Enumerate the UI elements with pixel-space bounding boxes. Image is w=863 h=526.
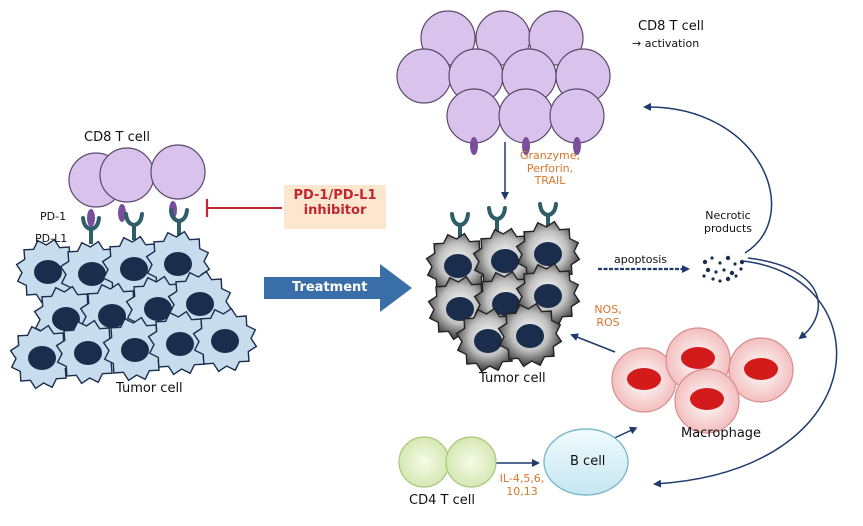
- tumor-cell: [497, 302, 563, 368]
- label-tumor-right: Tumor cell: [479, 371, 546, 386]
- cd8-t-cell: [396, 48, 452, 104]
- tumor-cell: [9, 324, 75, 390]
- left-pd1-pdl1-receptors: [81, 208, 189, 244]
- ligand: [573, 137, 581, 155]
- tumor-cell: [515, 220, 581, 286]
- right-tumor-cells: [425, 220, 581, 373]
- treatment-arrow: [264, 264, 412, 312]
- pd1-receptor: [124, 212, 144, 240]
- pd1-receptor: [169, 208, 189, 236]
- necrotic-dot: [705, 267, 711, 273]
- b-cell: [543, 428, 629, 496]
- ligand: [470, 137, 478, 155]
- cd4-t-cell: [398, 436, 450, 488]
- label-nos-ros: NOS, ROS: [594, 303, 622, 329]
- label-cd8-left: CD8 T cell: [84, 130, 150, 145]
- inhibitor-block: [205, 185, 386, 229]
- necrotic-dot: [739, 267, 743, 271]
- nos-ros-arrow: [570, 333, 616, 353]
- cd8-t-cell: [528, 10, 584, 66]
- label-il: IL-4,5,6, 10,13: [499, 472, 545, 498]
- necrotic-dot: [722, 268, 726, 272]
- necrotic-dot: [725, 255, 731, 261]
- left-tumor-cells: [9, 230, 258, 390]
- cd8-t-cell: [446, 88, 502, 144]
- cd4-t-cell: [445, 436, 497, 488]
- cd8-t-cell: [99, 147, 155, 222]
- pd1-receptor: [81, 216, 101, 244]
- right-cd8-t-cells: [396, 10, 611, 155]
- macrophage-cells: [611, 327, 794, 434]
- necrotic-dot: [714, 270, 718, 274]
- necrotic-dot: [702, 274, 706, 278]
- necrotic-products-dots: [702, 255, 745, 283]
- necrotic-dot: [718, 261, 722, 265]
- cd8-t-cell: [150, 144, 206, 219]
- tumor-cell: [55, 319, 121, 385]
- necrotic-dot: [729, 270, 735, 276]
- label-inhibitor: PD-1/PD-L1 inhibitor: [293, 188, 377, 218]
- ligand: [522, 137, 530, 155]
- tumor-cell: [192, 307, 258, 373]
- label-apoptosis: apoptosis: [614, 253, 667, 266]
- pd-l-ligand: [87, 209, 95, 227]
- label-activation: → activation: [632, 37, 700, 50]
- label-b-cell: B cell: [570, 454, 606, 469]
- tumor-cell: [455, 307, 521, 373]
- bcell-arrow: [653, 260, 838, 488]
- necrotic-dot: [711, 277, 715, 281]
- label-cd4: CD4 T cell: [409, 493, 475, 508]
- cd4-t-cells: [398, 436, 497, 488]
- macrophage-cell: [674, 368, 740, 434]
- label-necrotic: Necrotic products: [703, 209, 753, 235]
- label-pd1: PD-1: [40, 210, 67, 223]
- tumor-cell: [425, 232, 491, 298]
- activation-arrow: [643, 102, 773, 254]
- pd-l-ligand: [118, 204, 126, 222]
- necrotic-dot: [733, 262, 737, 266]
- necrotic-dot: [734, 274, 738, 278]
- tumor-cell: [102, 316, 168, 382]
- necrotic-dot: [702, 259, 708, 265]
- label-cd8-right: CD8 T cell: [638, 19, 704, 34]
- inhibitor-box: [284, 185, 386, 229]
- macrophage-cell: [611, 347, 677, 413]
- label-macrophage: Macrophage: [681, 426, 762, 441]
- label-treatment: Treatment: [292, 280, 368, 295]
- necrotic-dot: [718, 279, 722, 283]
- necrotic-dot: [710, 256, 714, 260]
- label-pdl1: PD-L1: [35, 232, 68, 245]
- label-granzyme: Granzyme, Perforin, TRAIL: [519, 149, 581, 188]
- macrophage-cell: [728, 337, 794, 403]
- cd8-t-cell: [549, 88, 605, 144]
- necrotic-dot: [725, 276, 731, 282]
- cd8-t-cell: [498, 88, 554, 144]
- label-tumor-left: Tumor cell: [116, 381, 183, 396]
- macrophage-arrow: [747, 257, 820, 340]
